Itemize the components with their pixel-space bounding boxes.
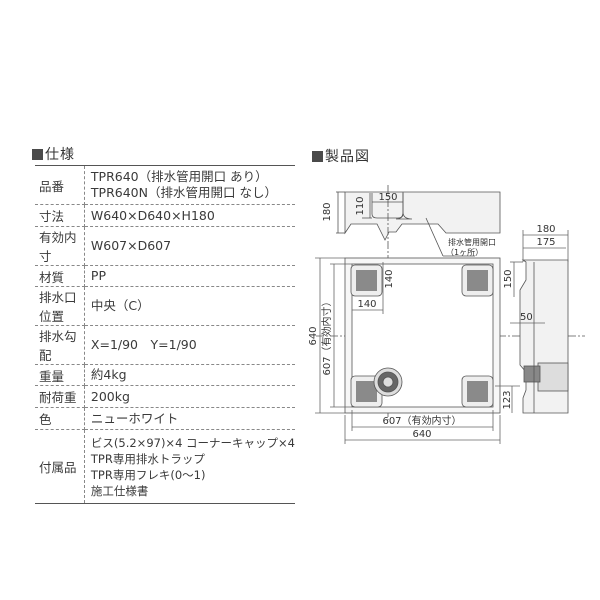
spec-label: 材質 (35, 265, 85, 287)
spec-value: X=1/90 Y=1/90 (84, 325, 295, 365)
spec-label: 有効内寸 (35, 226, 85, 266)
dim-110: 110 (355, 196, 366, 215)
spec-row: 色ニューホワイト (35, 407, 295, 430)
spec-heading: 仕様 (32, 144, 75, 164)
spec-label: 耐荷重 (35, 385, 85, 408)
spec-value-line: TPR640（排水管用開口 あり） (90, 169, 268, 184)
spec-value-line: ビス(5.2×97)×4 コーナーキャップ×4 (90, 435, 295, 450)
spec-value: PP (84, 265, 295, 287)
dim-height-180: 180 (322, 202, 333, 221)
dim-side-50: 50 (520, 312, 533, 323)
spec-value-line: TPR640N（排水管用開口 なし） (90, 185, 277, 200)
spec-row: 重量約4kg (35, 364, 295, 386)
drawing-heading: 製品図 (312, 146, 370, 166)
spec-label: 付属品 (35, 429, 85, 504)
spec-label: 品番 (35, 165, 85, 205)
dim-side-123: 123 (502, 390, 513, 409)
spec-value: TPR640（排水管用開口 あり）TPR640N（排水管用開口 なし） (84, 165, 295, 205)
spec-value: W607×D607 (84, 226, 295, 266)
dim-side-150: 150 (503, 269, 514, 288)
spec-value: W640×D640×H180 (84, 204, 295, 227)
drawing-heading-text: 製品図 (325, 149, 370, 165)
dim-side-180: 180 (536, 224, 555, 235)
spec-heading-text: 仕様 (45, 147, 75, 163)
spec-value-line: 施工仕様書 (90, 483, 149, 498)
dim-side-175: 175 (536, 237, 555, 248)
plan-view (344, 257, 501, 414)
spec-value-line: TPR専用フレキ(0～1) (90, 467, 206, 482)
dim-width-607: 607（有効内寸） (382, 414, 461, 427)
spec-label: 色 (35, 407, 85, 430)
opening-count: （1ヶ所） (446, 247, 483, 257)
spec-value-line: TPR専用排水トラップ (90, 451, 205, 466)
dim-150: 150 (378, 192, 397, 203)
dim-corner-140-h: 140 (357, 299, 376, 310)
dim-depth-640: 640 (308, 326, 319, 345)
square-bullet-icon (32, 149, 43, 160)
dim-corner-140-v: 140 (384, 269, 395, 288)
spec-label: 排水勾配 (35, 325, 85, 365)
spec-value: 200kg (84, 385, 295, 408)
dim-depth-607: 607（有効内寸） (320, 296, 333, 375)
dim-width-640: 640 (412, 429, 431, 440)
opening-label: 排水管用開口 (448, 237, 496, 247)
spec-label: 寸法 (35, 204, 85, 227)
spec-value: ニューホワイト (84, 407, 295, 430)
square-bullet-icon (312, 151, 323, 162)
spec-row: 排水口位置中央（C） (35, 286, 295, 326)
spec-value: 中央（C） (84, 286, 295, 326)
spec-label: 排水口位置 (35, 286, 85, 326)
spec-label: 重量 (35, 364, 85, 386)
spec-value: 約4kg (84, 364, 295, 386)
side-view (519, 259, 569, 414)
front-elevation (336, 191, 501, 257)
